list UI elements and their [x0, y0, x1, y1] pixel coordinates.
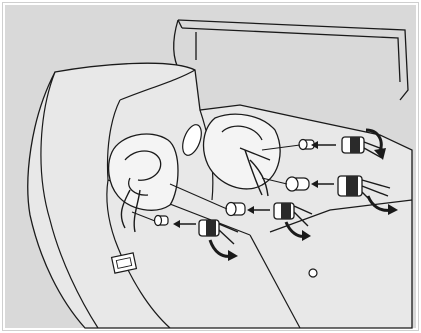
light-bulb — [155, 216, 169, 226]
light-bulb — [226, 203, 245, 216]
light-bulb — [299, 140, 314, 150]
light-bulb — [286, 177, 309, 191]
drain-hole — [309, 269, 317, 277]
